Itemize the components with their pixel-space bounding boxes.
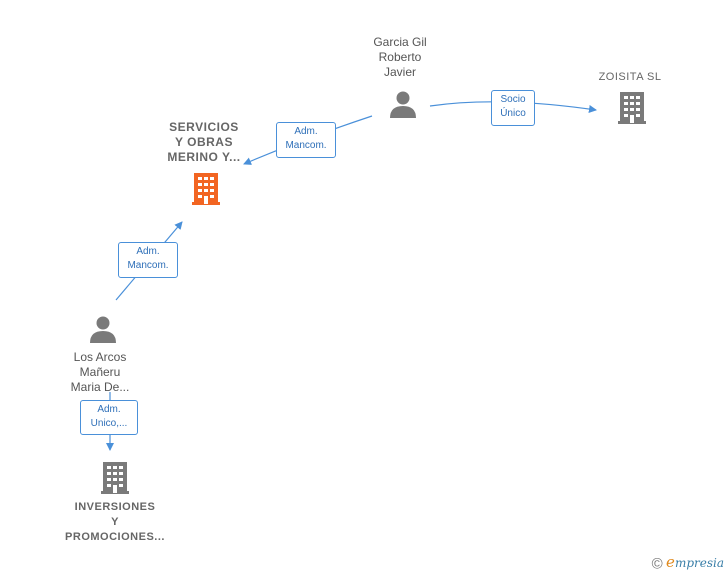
node-label-garcia: Garcia Gil Roberto Javier [373, 35, 427, 79]
node-label-servicios: SERVICIOS Y OBRAS MERINO Y... [167, 120, 241, 164]
building-icon[interactable] [99, 460, 131, 495]
node-label-inversiones: INVERSIONES Y PROMOCIONES... [65, 501, 165, 543]
person-icon[interactable] [88, 314, 118, 344]
edge-label-adm-mancom-top[interactable]: Adm. Mancom. [276, 122, 336, 158]
node-label-zoisita: ZOISITA SL [598, 71, 662, 83]
brand-rest: mpresia [674, 555, 724, 570]
building-main-icon[interactable] [190, 171, 222, 206]
edge-label-adm-unico[interactable]: Adm. Unico,... [80, 400, 138, 435]
person-icon[interactable] [388, 89, 418, 119]
empresia-brand[interactable]: © empresia [652, 553, 724, 572]
edge-label-socio-unico[interactable]: Socio Único [491, 90, 535, 126]
node-label-losarcos: Los Arcos Mañeru Maria De... [70, 350, 130, 394]
building-icon[interactable] [616, 90, 648, 125]
edge-label-adm-mancom-left[interactable]: Adm. Mancom. [118, 242, 178, 278]
brand-first-letter: e [666, 552, 675, 571]
copyright-icon: © [651, 555, 663, 572]
